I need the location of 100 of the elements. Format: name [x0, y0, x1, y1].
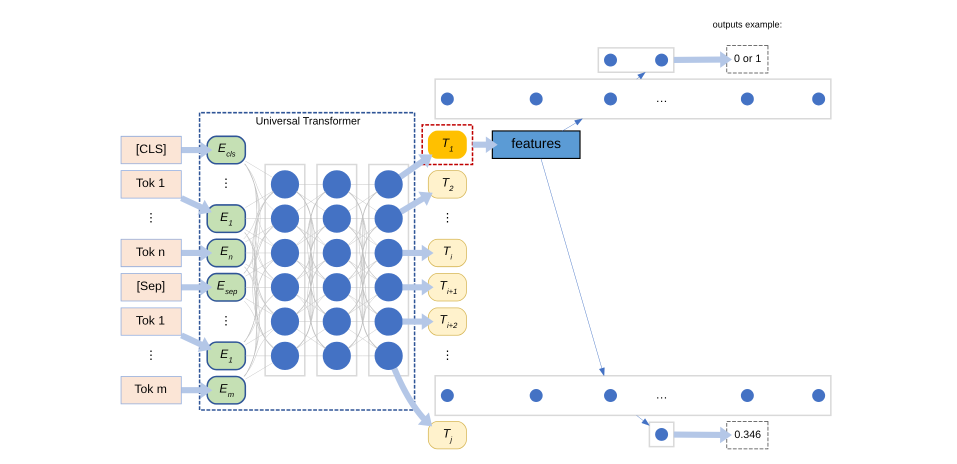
connector — [296, 328, 325, 349]
node-circle — [374, 342, 402, 370]
connector — [243, 294, 274, 377]
connector — [244, 232, 274, 280]
label: ⋮ — [220, 313, 232, 328]
connector — [244, 260, 273, 276]
connector — [244, 164, 274, 211]
node-circle — [322, 342, 350, 370]
node-box: Tok 1 — [120, 170, 182, 198]
node-box: [Sep] — [120, 273, 182, 302]
connector — [350, 184, 374, 185]
node-box: 0.346 — [726, 421, 768, 450]
node-box: T$_{i+2}$ — [427, 307, 466, 336]
node-circle — [374, 307, 402, 336]
node-circle — [440, 92, 454, 106]
arrow — [180, 142, 212, 158]
node-circle — [270, 204, 299, 233]
node-circle — [374, 273, 402, 302]
node-box: E$_{m}$ — [206, 376, 246, 405]
arrow — [673, 51, 732, 68]
label: … — [654, 90, 668, 105]
connector — [244, 160, 273, 178]
arrow — [180, 279, 212, 296]
connector — [242, 192, 274, 240]
node-circle — [654, 428, 668, 441]
node-box: T$_{i+1}$ — [427, 273, 466, 302]
node-circle — [374, 238, 402, 268]
connector — [244, 252, 271, 254]
node-circle — [604, 54, 616, 67]
arrow — [636, 415, 650, 426]
connector — [350, 321, 374, 322]
connector — [348, 226, 377, 314]
label: ⋮ — [144, 348, 157, 362]
arrow — [180, 195, 212, 215]
connector — [296, 294, 325, 314]
connector — [348, 191, 377, 314]
arrow — [391, 367, 432, 426]
label: ⋮ — [440, 348, 453, 362]
node-box: T$_{i}$ — [427, 238, 466, 268]
node-circle — [322, 204, 350, 233]
connector — [244, 266, 274, 348]
connector — [348, 260, 377, 280]
connector — [244, 190, 273, 208]
connector — [244, 298, 273, 315]
connector — [244, 328, 273, 346]
cluster — [648, 421, 674, 448]
connector — [244, 225, 273, 242]
connector — [298, 218, 322, 219]
node-box: E$_{n}$ — [206, 238, 246, 268]
node-circle — [374, 170, 402, 198]
connector — [244, 164, 274, 349]
connector — [242, 226, 274, 274]
node-box: [CLS] — [120, 136, 182, 164]
arrow — [673, 426, 732, 444]
connector — [244, 232, 274, 314]
connector — [348, 192, 377, 280]
cluster — [434, 374, 832, 416]
node-circle — [812, 92, 825, 106]
arrow — [402, 244, 434, 262]
node-box: E$_{1}$ — [206, 341, 246, 370]
node-box: Tok n — [120, 238, 182, 268]
connector — [348, 260, 377, 348]
connector — [243, 192, 274, 274]
connector — [244, 164, 274, 314]
cluster — [434, 78, 832, 120]
node-box: T$_{1}$ — [427, 130, 466, 159]
connector — [350, 287, 374, 288]
node-circle — [270, 238, 299, 268]
node-circle — [270, 273, 299, 302]
node-circle — [322, 170, 350, 198]
label: ⋮ — [144, 210, 157, 225]
arrow — [472, 136, 498, 153]
label: ⋮ — [440, 210, 453, 225]
arrow — [562, 118, 582, 132]
connector — [296, 192, 325, 212]
node-box: 0 or 1 — [726, 45, 768, 74]
node-box: E$_{1}$ — [206, 204, 246, 234]
connector — [296, 260, 325, 280]
arrow — [540, 158, 604, 376]
connector — [244, 218, 271, 219]
connector — [244, 287, 271, 288]
node-box: features — [491, 130, 580, 159]
arrow — [402, 279, 434, 296]
cluster — [368, 164, 409, 376]
connector — [244, 164, 274, 246]
arrow — [180, 244, 212, 262]
cluster — [420, 124, 473, 166]
node-circle — [270, 342, 299, 370]
arrow — [636, 72, 646, 80]
node-circle — [270, 307, 299, 336]
node-box: E$_{sep}$ — [206, 272, 246, 302]
label: outputs example: — [712, 19, 782, 30]
connector — [244, 266, 274, 314]
node-circle — [322, 307, 350, 336]
connector — [348, 226, 377, 348]
node-box: T$_{2}$ — [427, 170, 466, 198]
connector — [298, 184, 322, 185]
node-box: Tok m — [120, 376, 182, 404]
connector — [298, 321, 322, 322]
connector — [244, 226, 274, 377]
